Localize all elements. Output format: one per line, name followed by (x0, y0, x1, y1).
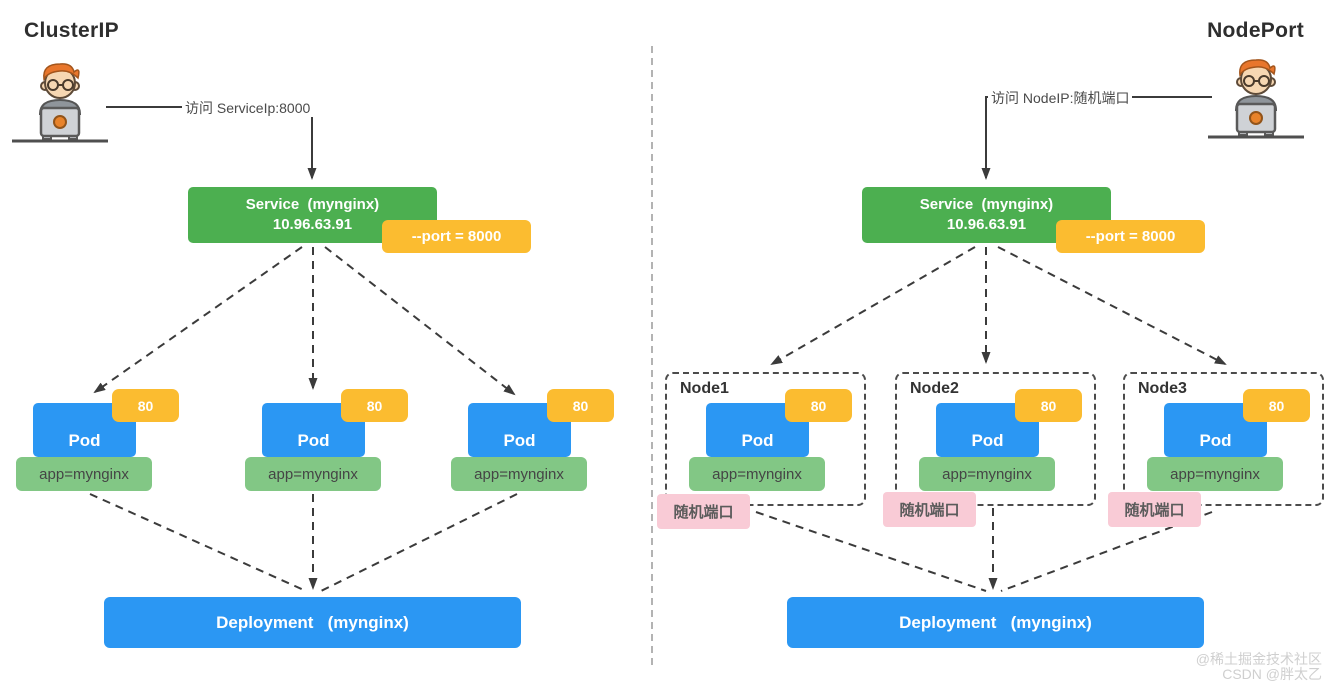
right-service-to-node1-arrow (770, 246, 976, 365)
pod-port-badge: 80 (547, 389, 614, 422)
right-port-badge: --port = 8000 (1056, 220, 1205, 253)
pod-selector-label: app=mynginx (1147, 457, 1283, 491)
pod-box: Pod (33, 403, 136, 457)
left-section-title: ClusterIP (24, 19, 119, 42)
pod-selector-label: app=mynginx (919, 457, 1055, 491)
pod-box: Pod (1164, 403, 1267, 457)
pod-port-badge: 80 (112, 389, 179, 422)
right-access-label: 访问 NodeIP:随机端口 (988, 89, 1133, 107)
right-section-title: NodePort (1207, 19, 1304, 42)
watermark-line1: @稀土掘金技术社区 (1195, 651, 1322, 667)
pod-name: Pod (971, 431, 1004, 450)
left-service-to-pod3-arrow (324, 246, 516, 396)
pod-group-2: Pod 80 app=mynginx (245, 389, 409, 492)
node-name: Node1 (680, 380, 729, 397)
right-access-arrow (981, 96, 1212, 180)
left-service-ip: 10.96.63.91 (272, 216, 353, 233)
node1-random-port-badge: 随机端口 (657, 494, 750, 529)
left-service-to-pod1-arrow (93, 246, 303, 394)
pod-port-badge: 80 (1243, 389, 1310, 422)
pod-name: Pod (741, 431, 774, 450)
right-service-ip: 10.96.63.91 (946, 216, 1027, 233)
pod-port-badge: 80 (341, 389, 408, 422)
pod-group-3: Pod 80 app=mynginx (451, 389, 615, 492)
pod-name: Pod (68, 431, 101, 450)
pod-group-1: Pod 80 app=mynginx (16, 389, 180, 492)
node-box-3: Node3 (1123, 372, 1324, 506)
pod-name: Pod (297, 431, 330, 450)
right-deployment-label: Deployment (mynginx) (899, 612, 1092, 632)
node2-random-port-badge: 随机端口 (883, 492, 976, 527)
right-service-name: Service (mynginx) (919, 196, 1054, 213)
node-name: Node3 (1138, 380, 1187, 397)
left-access-arrow (106, 106, 317, 180)
node3-pod-group: Pod 80 app=mynginx (1147, 389, 1311, 492)
watermark-line2: CSDN @胖太乙 (1222, 666, 1322, 682)
node2-pod-group: Pod 80 app=mynginx (919, 389, 1083, 492)
pod-name: Pod (1199, 431, 1232, 450)
watermark: @稀土掘金技术社区 CSDN @胖太乙 (1196, 652, 1322, 682)
left-port-badge: --port = 8000 (382, 220, 531, 253)
right-node3-to-deployment-line (1000, 511, 1213, 592)
node1-pod-group: Pod 80 app=mynginx (689, 389, 853, 492)
node3-random-port-badge: 随机端口 (1108, 492, 1201, 527)
left-deployment-label: Deployment (mynginx) (216, 612, 409, 632)
pod-name: Pod (503, 431, 536, 450)
user-at-laptop-icon (12, 63, 108, 143)
left-pod3-to-deployment-line (320, 493, 518, 592)
node-box-1: Node1 (665, 372, 866, 506)
pod-selector-label: app=mynginx (689, 457, 825, 491)
user-at-laptop-icon (1208, 59, 1304, 139)
left-deployment-box: Deployment (mynginx) (104, 597, 521, 648)
right-service-to-node3-arrow (997, 246, 1227, 365)
pod-port-badge: 80 (785, 389, 852, 422)
node-name: Node2 (910, 380, 959, 397)
left-pod1-to-deployment-line (89, 493, 307, 592)
left-access-label: 访问 ServiceIp:8000 (182, 99, 314, 117)
node-box-2: Node2 (895, 372, 1096, 506)
pod-port-badge: 80 (1015, 389, 1082, 422)
left-service-name: Service (mynginx) (245, 196, 380, 213)
right-deployment-box: Deployment (mynginx) (787, 597, 1204, 648)
pod-selector-label: app=mynginx (451, 457, 587, 491)
pod-selector-label: app=mynginx (245, 457, 381, 491)
right-node1-to-deployment-line (755, 511, 987, 592)
pod-selector-label: app=mynginx (16, 457, 152, 491)
